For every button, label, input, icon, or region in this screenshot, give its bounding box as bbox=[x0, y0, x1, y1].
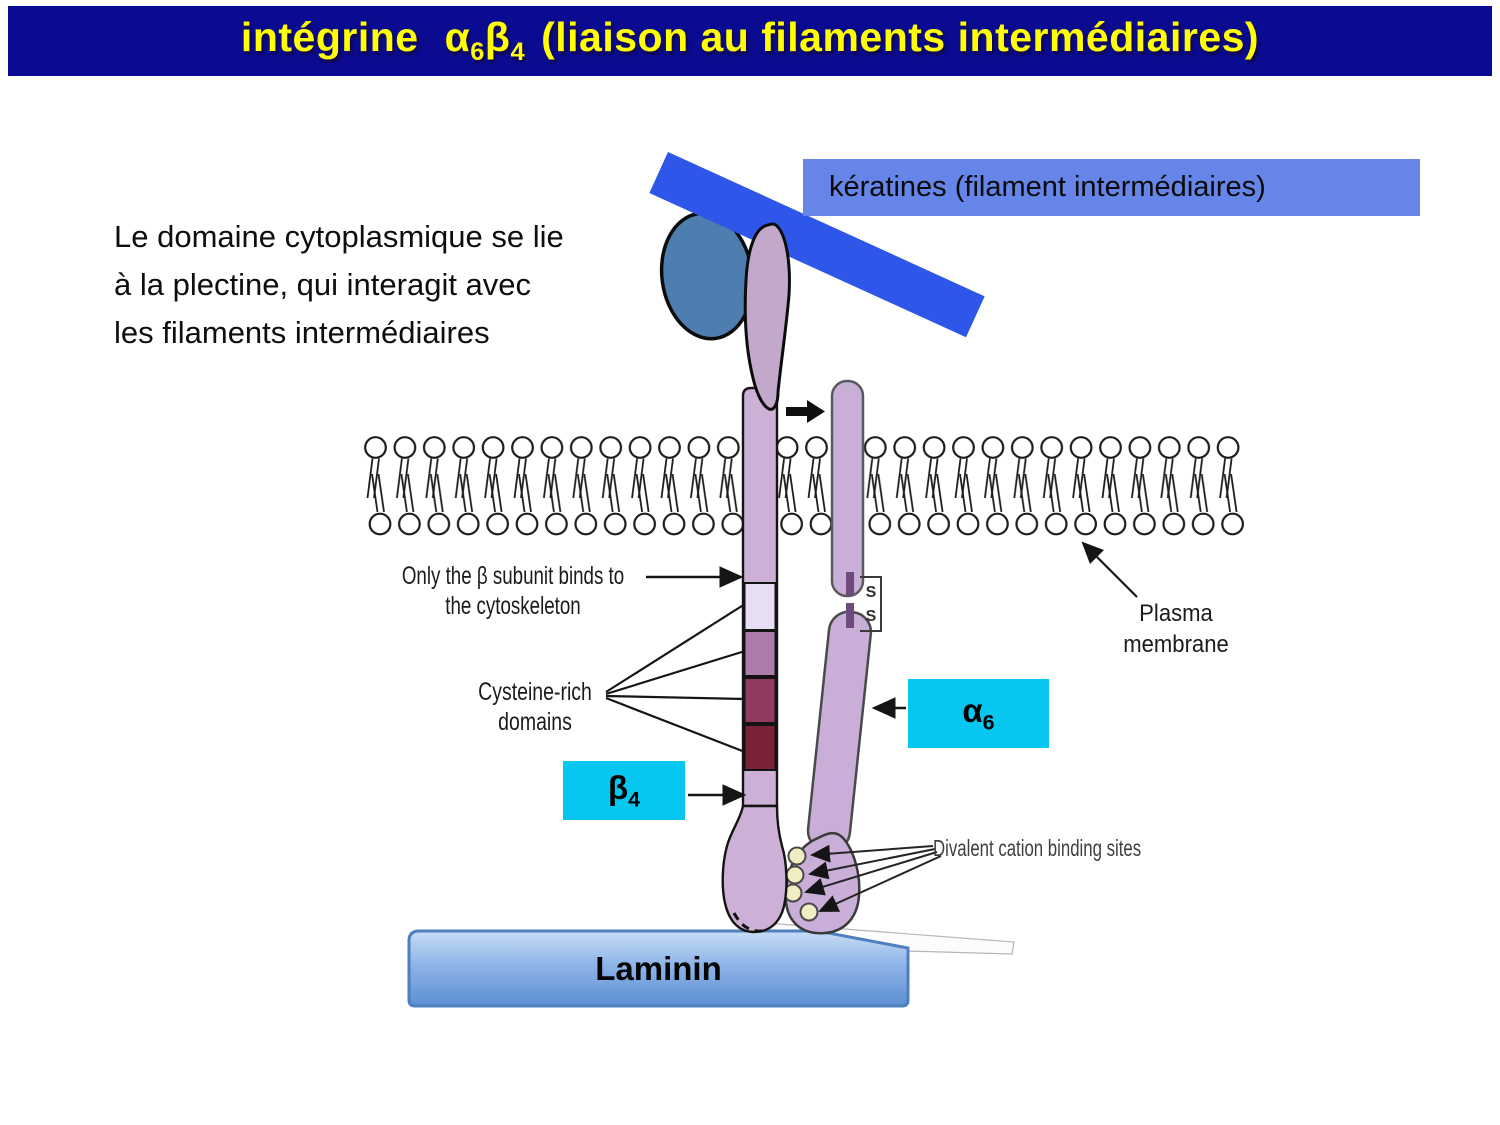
divalent-arrow-3 bbox=[804, 851, 938, 896]
intro-line-3: les filaments intermédiaires bbox=[114, 315, 490, 350]
alpha6-tag: α6 bbox=[908, 679, 1049, 748]
beta4-segment-maroon bbox=[743, 677, 777, 724]
intro-line-1: Le domaine cytoplasmique se lie bbox=[114, 219, 564, 254]
plasma-membrane-arrow bbox=[1081, 541, 1138, 598]
plasma-line-2: membrane bbox=[1123, 631, 1229, 658]
cation-site-1 bbox=[787, 846, 807, 866]
divalent-text: Divalent cation binding sites bbox=[933, 835, 1142, 861]
beta4-tag: β4 bbox=[563, 761, 685, 820]
intro-paragraph: Le domaine cytoplasmique se lie à la ple… bbox=[114, 213, 564, 357]
laminin-label: Laminin bbox=[409, 932, 908, 1006]
only-beta-label: Only the β subunit binds to the cytoskel… bbox=[386, 561, 641, 621]
title-word: intégrine bbox=[240, 14, 419, 61]
alpha6-extracellular-stalk bbox=[806, 610, 873, 853]
plasma-line-1: Plasma bbox=[1139, 600, 1213, 627]
beta4-segment-pale bbox=[743, 582, 777, 631]
beta4-head-dashed-edge bbox=[732, 912, 763, 933]
cysteine-fan-line-3 bbox=[605, 694, 746, 701]
keratin-filament-bar bbox=[649, 152, 985, 338]
title-alpha: α bbox=[444, 14, 471, 61]
membrane-inner-leaflet bbox=[364, 474, 1246, 536]
cation-site-2 bbox=[785, 865, 805, 885]
intro-line-2: à la plectine, qui interagit avec bbox=[114, 267, 532, 302]
alpha6-tag-text: α6 bbox=[962, 691, 995, 735]
title-beta-sub: 4 bbox=[510, 38, 526, 67]
title-banner: intégrine α6β4 (liaison au filaments inter… bbox=[8, 6, 1492, 76]
beta4-segment-dark bbox=[743, 724, 777, 771]
beta4-segment-mauve bbox=[743, 630, 777, 677]
title-subtitle: (liaison au filaments intermédiaires) bbox=[541, 14, 1260, 61]
laminin-box-shape bbox=[407, 929, 910, 1008]
only-beta-line-1: Only the β subunit binds to bbox=[401, 562, 625, 590]
only-beta-line-2: the cytoskeleton bbox=[445, 592, 581, 620]
laminin-label-text: Laminin bbox=[595, 950, 722, 987]
divalent-sites-label: Divalent cation binding sites bbox=[933, 835, 1181, 862]
beta4-tag-text: β4 bbox=[607, 768, 641, 812]
disulfide-bar-top bbox=[846, 572, 854, 596]
disulfide-s-top: S bbox=[866, 584, 877, 601]
cation-site-4 bbox=[799, 902, 819, 922]
divalent-arrow-2 bbox=[808, 848, 936, 880]
disulfide-bar-bottom bbox=[846, 603, 854, 628]
cysteine-fan-line-1 bbox=[605, 603, 746, 693]
subunit-gap-arrow-icon bbox=[786, 400, 825, 423]
disulfide-s-bottom: S bbox=[866, 608, 877, 625]
title-beta: β bbox=[484, 14, 511, 61]
cysteine-fan-line-4 bbox=[605, 696, 746, 754]
slide-title: intégrine α6β4 (liaison au filaments inter… bbox=[241, 14, 1259, 67]
title-alpha-sub: 6 bbox=[470, 38, 485, 67]
alpha6-transmembrane bbox=[830, 379, 865, 598]
beta4-head bbox=[721, 804, 788, 934]
disulfide-bracket bbox=[860, 576, 882, 632]
divalent-arrow-1 bbox=[810, 844, 934, 863]
cysteine-line-2: domains bbox=[498, 708, 572, 736]
divalent-arrow-4 bbox=[818, 855, 942, 912]
cysteine-label: Cysteine-rich domains bbox=[469, 677, 602, 737]
keratins-label: kératines (filament intermédiaires) bbox=[803, 159, 1420, 216]
plasma-membrane-label: Plasma membrane bbox=[1121, 598, 1231, 660]
plectin-arm bbox=[743, 222, 791, 411]
cysteine-line-1: Cysteine-rich bbox=[478, 678, 592, 706]
cysteine-fan-line-2 bbox=[605, 649, 746, 696]
keratins-label-text: kératines (filament intermédiaires) bbox=[829, 171, 1266, 203]
